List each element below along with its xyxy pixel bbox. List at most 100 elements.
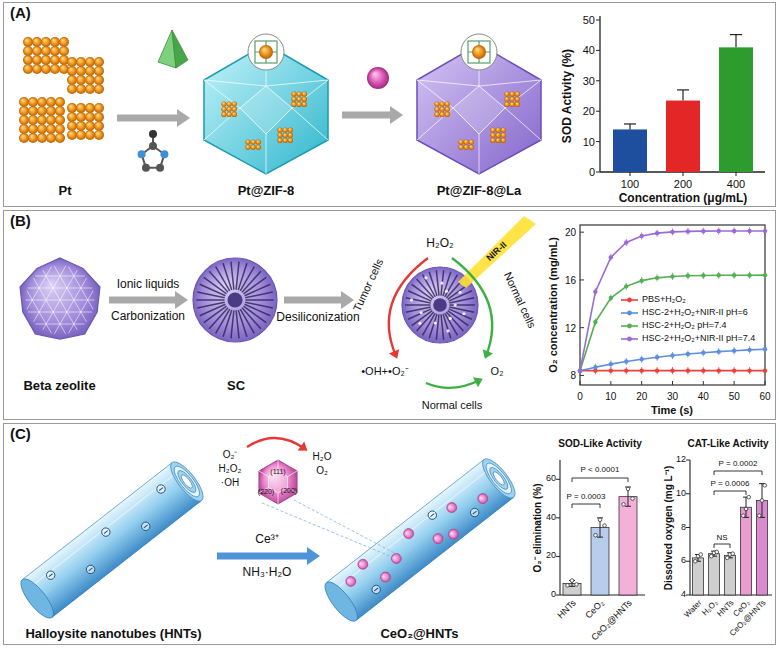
panel-frame: (C)Halloysite nanotubes (HNTs)CeO₂@HNTs [3, 423, 776, 645]
illustration-group: Beta zeolite [12, 250, 107, 395]
framework-icon [461, 34, 497, 70]
tick-mark [686, 527, 690, 528]
process-arrow [217, 547, 320, 565]
sample-name: Pt [57, 184, 74, 200]
data-point [624, 240, 628, 244]
crystal-edge [479, 134, 480, 174]
pt-atom [55, 124, 65, 134]
figure-label: 40 [698, 391, 709, 402]
framework-line [27, 267, 52, 310]
pt-atom [302, 91, 307, 96]
reaction-arrow-curve [452, 258, 492, 356]
tick-mark [580, 279, 584, 280]
pt-atom [504, 102, 509, 107]
crystal-edge [278, 493, 279, 504]
significance-bracket [714, 544, 730, 548]
particle-body [20, 258, 100, 339]
error-cap [597, 537, 603, 538]
figure-label: 8 [681, 523, 686, 533]
pore-dot [410, 298, 413, 301]
pt-atom [245, 139, 250, 144]
pt-atom [94, 84, 104, 94]
figure-label: NS [716, 534, 727, 543]
process-arrow-shaft [284, 297, 342, 304]
pore-channel [238, 310, 247, 337]
data-point [670, 368, 674, 372]
pt-atom [510, 97, 515, 102]
pt-atom [469, 139, 474, 144]
data-point [763, 368, 767, 372]
pt-atom [501, 127, 506, 132]
charge-symbol [100, 526, 112, 538]
pt-atom [19, 133, 29, 143]
reaction-arrow-head [483, 349, 493, 358]
series-line [580, 231, 765, 371]
pt-atom [251, 145, 256, 150]
panel-letter: (C) [4, 424, 37, 445]
data-point [732, 273, 736, 277]
legend-entry: HSC-2+H₂O₂ pH=7.4 [620, 320, 727, 332]
data-point [747, 229, 751, 233]
pt-atom [85, 130, 95, 140]
tube-body [326, 460, 513, 621]
pt-atom [515, 97, 520, 102]
pt-atom [288, 138, 293, 143]
error-cap [624, 123, 636, 124]
figure-label: 20 [636, 391, 647, 402]
data-point [717, 273, 721, 277]
panel-letter: (A) [4, 3, 37, 24]
tick-mark [580, 381, 581, 385]
arrow-shaft [109, 297, 176, 304]
figure-label: (111) [270, 468, 285, 476]
pt-atom [85, 84, 95, 94]
charge-symbol [469, 507, 481, 519]
crystal-edge [505, 108, 541, 140]
framework-line [54, 266, 86, 322]
pore-channel [436, 270, 439, 295]
pore-channel [443, 272, 451, 296]
figure-label: NIR-II [485, 240, 509, 263]
crystal-edge [292, 108, 328, 140]
illustration-group: Halloysite nanotubes (HNTs) [12, 455, 215, 643]
pore-channel [405, 304, 430, 306]
charge-symbol [89, 568, 93, 571]
data-point [594, 533, 598, 537]
figure-label: 20 [546, 551, 556, 561]
figure-label: HNTs [716, 599, 736, 619]
pt-atom [445, 107, 450, 112]
pt-atom [221, 107, 226, 112]
data-point [624, 284, 628, 288]
tick-mark [686, 561, 690, 562]
bar [619, 497, 637, 595]
charge-symbol [374, 588, 378, 591]
illustration-group: Pt@ZIF-8 [192, 30, 340, 200]
charge-symbol [144, 525, 148, 528]
framework-icon [248, 34, 284, 70]
data-point [732, 348, 736, 352]
figure-label: 0 [551, 590, 556, 600]
data-point [670, 274, 674, 278]
pt-atom [50, 64, 60, 74]
data-point [699, 553, 703, 557]
pt-atom [28, 97, 38, 107]
charge-symbol [426, 509, 438, 521]
ceo2-crystal [259, 460, 297, 504]
pt-atom [46, 97, 56, 107]
pt-atom [504, 97, 509, 102]
sample-name: Beta zeolite [21, 379, 97, 395]
tick-mark [736, 172, 737, 176]
pt-atom [94, 57, 104, 67]
figure-label: Dissolved oxygen (mg L⁻¹) [663, 466, 674, 591]
pt-atom [37, 115, 47, 125]
pore-dot [462, 312, 465, 315]
data-point [598, 518, 602, 522]
tube-layer [29, 471, 179, 588]
data-point [744, 507, 748, 511]
pt-atom [19, 115, 29, 125]
data-point [709, 554, 713, 558]
pt-atom [67, 121, 77, 131]
ceo2-particle [476, 492, 490, 506]
crystal-edge [505, 80, 541, 108]
pt-atom [67, 112, 77, 122]
tick-mark [596, 80, 600, 81]
